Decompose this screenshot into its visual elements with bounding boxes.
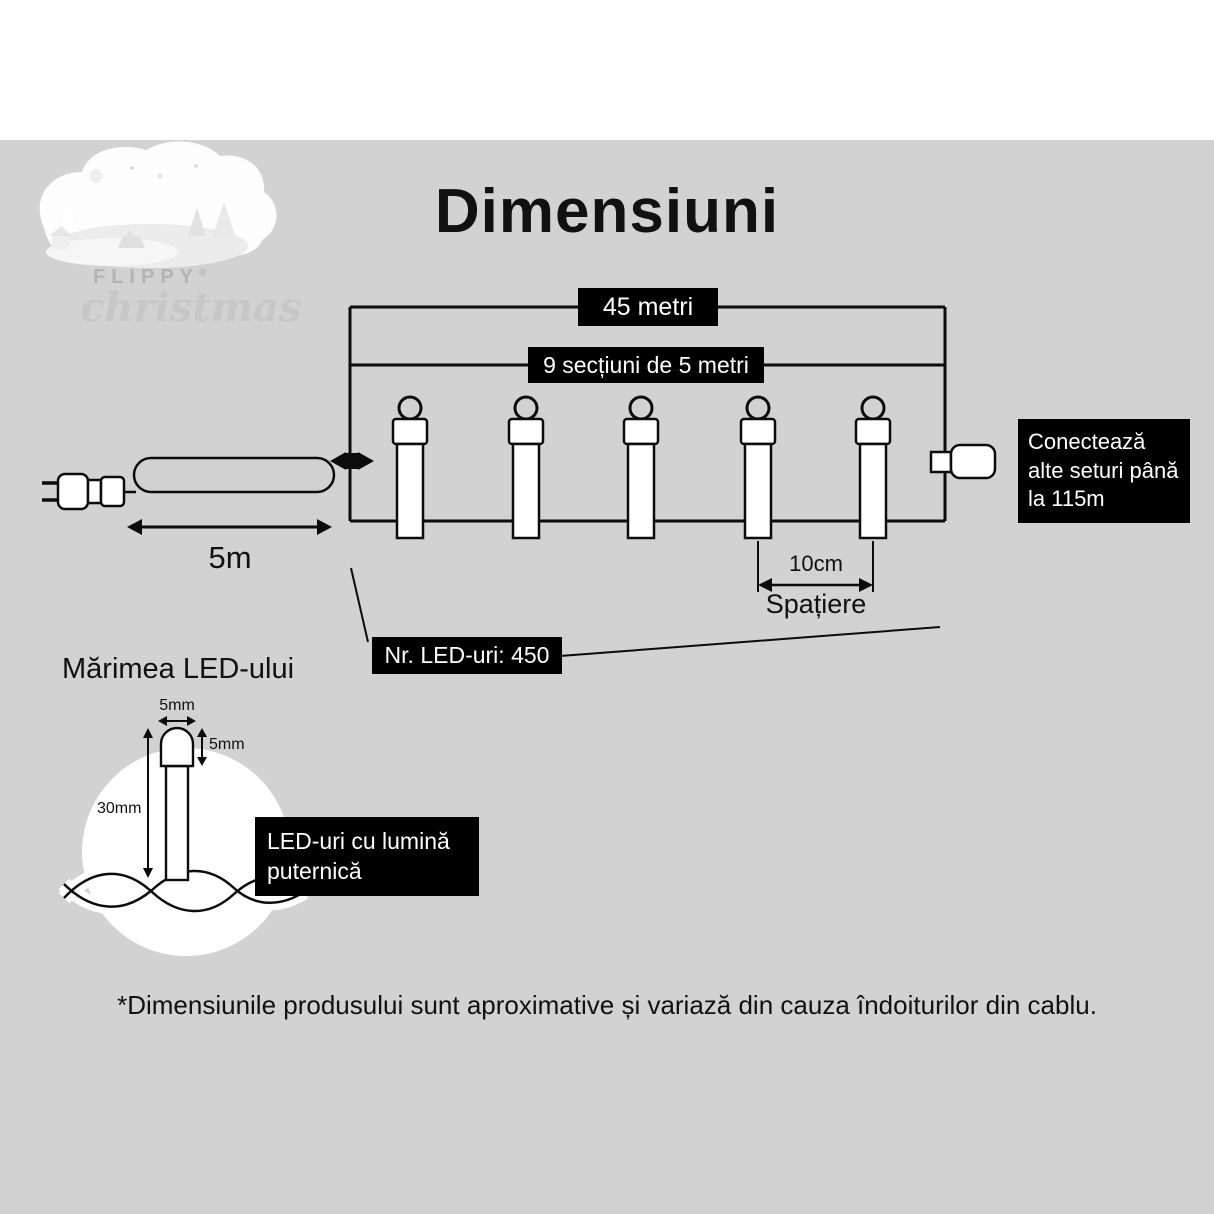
arrow-5m: [127, 519, 332, 535]
led-count-leader-left: [350, 567, 369, 643]
bright-led-callout: LED-uri cu lumină puternică: [255, 817, 479, 896]
total-length-badge: 45 metri: [578, 288, 718, 326]
power-plug-icon: [42, 472, 136, 511]
detail-led-body: [164, 764, 190, 882]
led-bulb-5: [854, 395, 892, 540]
tip-width-label: 5mm: [159, 697, 195, 714]
sections-badge: 9 secțiuni de 5 metri: [528, 347, 764, 383]
body-height-label: 30mm: [97, 800, 142, 817]
logo-brand-name: FLIPPY®: [93, 266, 206, 289]
led-bulb-3: [622, 395, 660, 540]
logo-script-text: christmas: [80, 284, 302, 331]
spacing-value-label: 10cm: [789, 551, 843, 576]
end-connector-icon: [929, 443, 997, 480]
lead-length-label: 5m: [208, 540, 252, 575]
logo-winter-scene-icon: [39, 141, 277, 268]
connector-note-badge: Conectează alte seturi până la 115m: [1018, 419, 1190, 523]
led-size-heading: Mărimea LED-ului: [62, 653, 295, 685]
inline-connector-icon: [330, 452, 374, 470]
led-size-detail: [58, 716, 309, 956]
disclaimer-footnote: *Dimensiunile produsului sunt aproximati…: [117, 990, 1097, 1020]
detail-led-head: [159, 726, 195, 768]
coiled-lead-wire: [132, 456, 336, 494]
top-white-band: [0, 0, 1214, 140]
registered-mark: ®: [199, 267, 207, 279]
led-count-badge: Nr. LED-uri: 450: [372, 637, 562, 674]
arrow-10cm: [758, 578, 873, 592]
spacing-caption: Spațiere: [765, 589, 867, 619]
page-title: Dimensiuni: [434, 177, 780, 246]
led-bulb-2: [507, 395, 545, 540]
logo-brand-text: FLIPPY: [93, 266, 200, 288]
led-count-leader-right: [559, 626, 941, 657]
led-bulb-1: [391, 395, 429, 540]
led-bulb-4: [739, 395, 777, 540]
tip-height-label: 5mm: [209, 736, 245, 753]
